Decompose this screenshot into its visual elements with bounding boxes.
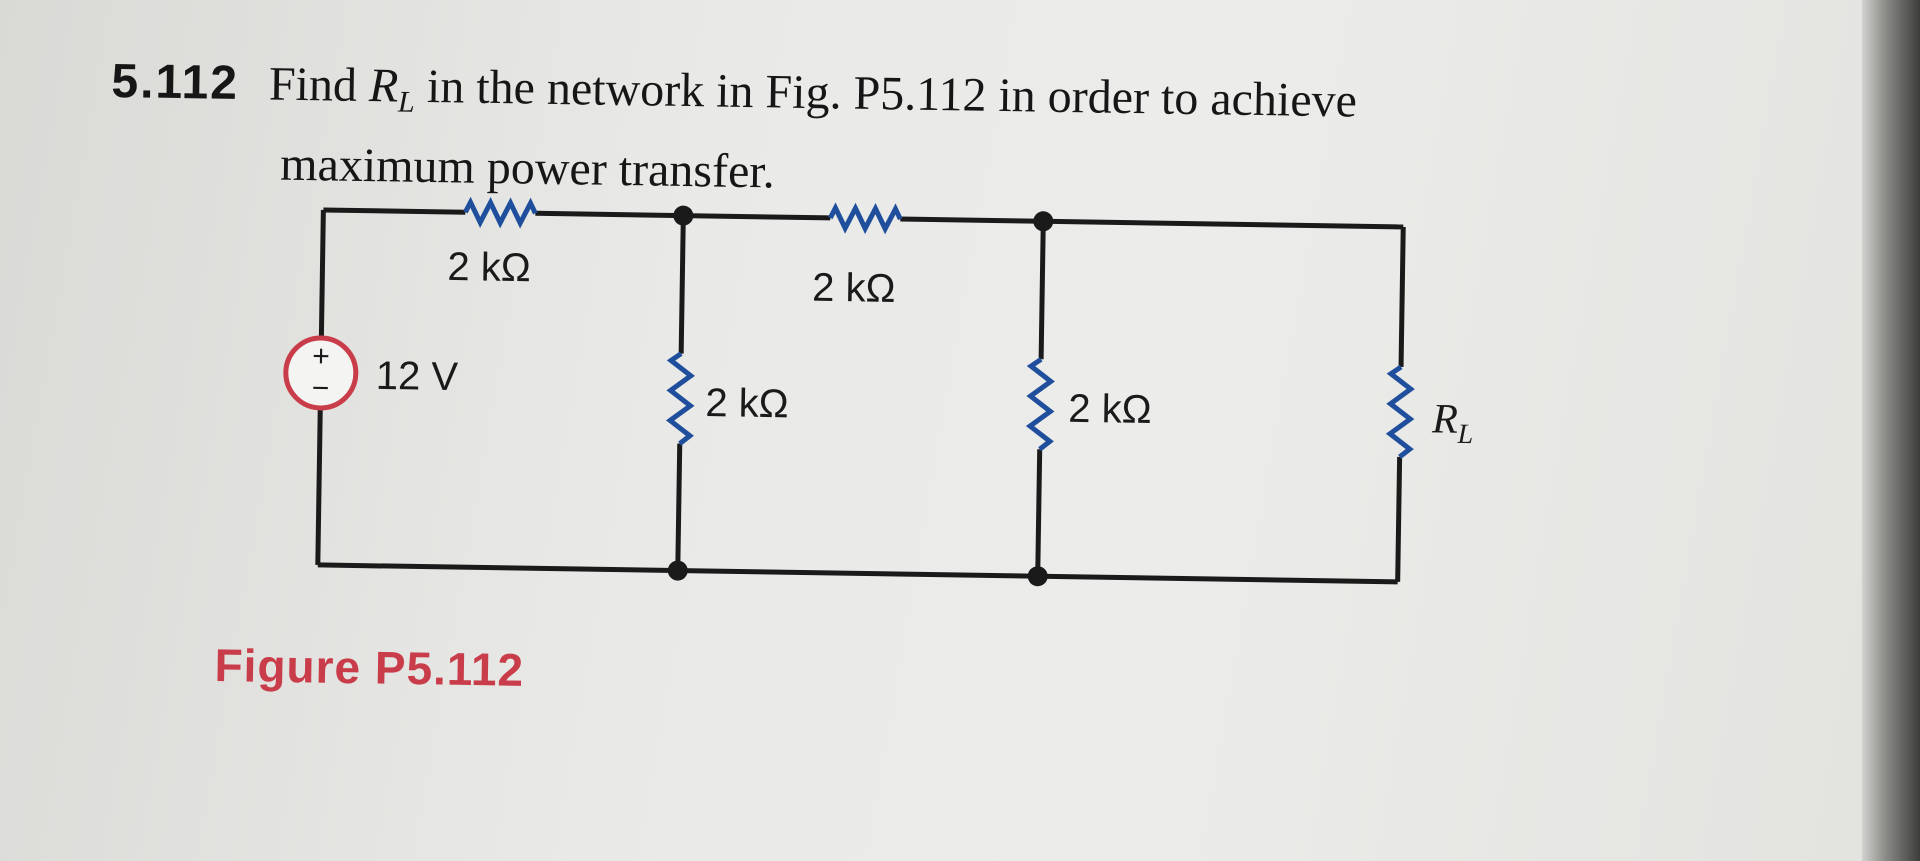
wire-top-mid xyxy=(683,213,831,221)
wire-branch1-top xyxy=(678,215,686,354)
wire-top-mid-2 xyxy=(900,216,1044,224)
resistor-series-2 xyxy=(828,202,903,235)
wire-left-bottom xyxy=(315,407,323,565)
resistor-shunt-2-label: 2 kΩ xyxy=(1068,387,1152,432)
circuit-wires xyxy=(315,207,1406,585)
junction-top-1 xyxy=(673,205,694,226)
junction-bottom-2 xyxy=(1027,566,1048,587)
page-edge-shadow xyxy=(1862,0,1920,861)
resistor-series-2-label: 2 kΩ xyxy=(812,266,896,311)
wire-top-left-2 xyxy=(535,210,684,219)
resistor-shunt-2 xyxy=(1025,357,1055,452)
wire-branch2-top xyxy=(1038,221,1046,360)
voltage-source: + − xyxy=(283,335,359,411)
junction-top-2 xyxy=(1033,211,1054,232)
wire-branch1-bottom xyxy=(675,443,683,571)
voltage-source-ring xyxy=(283,335,359,411)
junction-dots xyxy=(667,205,1054,587)
resistor-series-1-label: 2 kΩ xyxy=(447,245,531,290)
source-voltage-label: 12 V xyxy=(375,354,458,399)
voltage-source-minus: − xyxy=(312,372,330,405)
wire-left-top xyxy=(318,209,326,338)
resistor-load xyxy=(1385,364,1415,459)
wire-bottom xyxy=(317,562,1398,585)
wire-load-bottom xyxy=(1395,456,1403,582)
resistor-shunt-1-label: 2 kΩ xyxy=(705,381,789,426)
figure-caption: Figure P5.112 xyxy=(214,638,525,696)
wire-load-top xyxy=(1398,226,1406,367)
wire-top-right xyxy=(1043,218,1404,230)
junction-bottom-1 xyxy=(667,560,688,581)
resistor-series-1 xyxy=(463,196,538,229)
voltage-source-plus: + xyxy=(312,340,330,373)
wire-top-left xyxy=(323,207,466,215)
wire-branch2-bottom xyxy=(1035,449,1043,577)
resistor-shunt-1 xyxy=(665,351,695,446)
load-resistor-label: RL xyxy=(1431,396,1474,450)
